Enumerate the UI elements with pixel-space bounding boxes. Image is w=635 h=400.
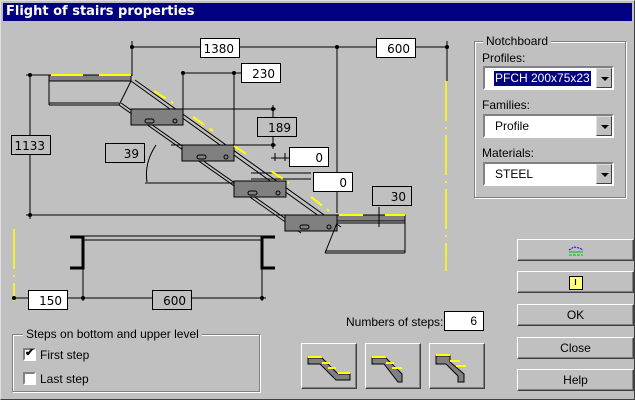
stringer-bottom	[118, 104, 302, 234]
materials-value: STEEL	[495, 167, 534, 181]
materials-label: Materials:	[482, 146, 535, 160]
landing-thickness-value: 30	[372, 186, 412, 206]
families-label: Families:	[482, 98, 531, 112]
help-button[interactable]: Help	[517, 369, 634, 391]
families-dropdown-button[interactable]	[596, 116, 612, 136]
riser-height-value: 189	[257, 117, 297, 137]
materials-dropdown-button[interactable]	[596, 164, 612, 184]
profiles-dropdown-button[interactable]	[596, 68, 612, 88]
stair-type-2-button[interactable]	[365, 343, 421, 389]
title-bar: Flight of stairs properties	[3, 3, 632, 21]
total-height-value: 1133	[11, 135, 51, 155]
stair-type-2-icon	[371, 356, 403, 383]
ok-button[interactable]: OK	[517, 304, 634, 326]
tread-depth-field[interactable]: 230	[241, 63, 281, 83]
tread-1	[130, 108, 184, 126]
first-step-label[interactable]: First step	[40, 348, 90, 362]
close-button[interactable]: Close	[517, 337, 634, 359]
number-of-steps-field[interactable]: 6	[444, 311, 484, 331]
checkmark-icon: ✔	[25, 347, 35, 359]
steps-level-group-label: Steps on bottom and upper level	[23, 327, 202, 341]
profiles-select[interactable]: PFCH 200x75x23	[483, 66, 614, 90]
profile-catalog-icon: I	[568, 275, 583, 290]
total-length-field[interactable]: 1380	[200, 38, 240, 58]
last-step-label[interactable]: Last step	[40, 372, 89, 386]
stairs-drawing	[12, 41, 449, 301]
offset-x-field[interactable]: 0	[289, 147, 329, 167]
tread-3	[233, 180, 287, 198]
axis-lines-icon	[568, 246, 583, 256]
stair-width-value: 600	[152, 290, 192, 310]
tread-2	[181, 144, 235, 162]
offset-y-field[interactable]: 0	[313, 172, 353, 192]
bottom-offset-field[interactable]: 150	[28, 290, 68, 310]
stair-type-1-button[interactable]	[301, 343, 357, 389]
number-of-steps-label: Numbers of steps:	[346, 315, 444, 329]
materials-select[interactable]: STEEL	[483, 162, 614, 186]
stair-type-3-button[interactable]	[429, 343, 485, 389]
first-step-checkbox[interactable]: ✔	[23, 347, 36, 361]
profile-catalog-button[interactable]: I	[517, 271, 634, 293]
last-step-checkbox[interactable]	[23, 372, 36, 385]
families-value: Profile	[495, 119, 530, 133]
landing-length-field[interactable]: 600	[376, 38, 416, 58]
notchboard-group-label: Notchboard	[483, 34, 552, 48]
stair-type-1-icon	[307, 356, 351, 381]
profiles-label: Profiles:	[482, 51, 526, 65]
stair-type-3-icon	[435, 354, 466, 383]
axis-settings-button[interactable]	[517, 239, 634, 261]
profiles-value: PFCH 200x75x23	[494, 71, 591, 86]
families-select[interactable]: Profile	[483, 114, 614, 138]
angle-value: 39	[105, 143, 145, 163]
